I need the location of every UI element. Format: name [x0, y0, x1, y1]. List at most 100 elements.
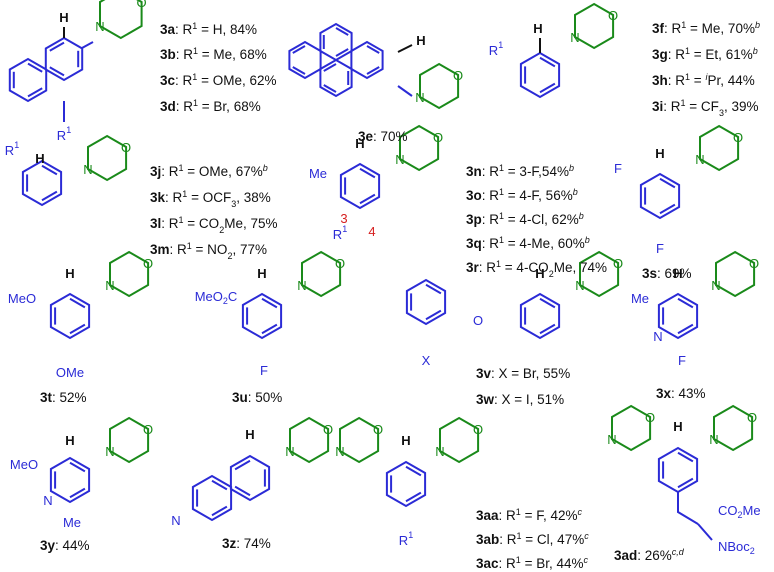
h-atom-3aa: H — [401, 433, 410, 448]
morpholine-3aa-right — [439, 416, 480, 464]
label-3e: 3e: 70% — [358, 129, 408, 144]
pyrene-ring-right — [350, 40, 384, 80]
meo-atom-3t: MeO — [8, 291, 36, 306]
morpholine-3ad-right-n-atom: N — [709, 432, 718, 447]
h-atom-3j: H — [35, 151, 44, 166]
morpholine-3v — [579, 250, 620, 298]
morpholine-3ad-left-n-atom: N — [607, 432, 616, 447]
pyrene-ring-left-double — [292, 66, 306, 75]
morpholine-3z-o-atom: O — [323, 422, 333, 437]
quinoline-left-ring-double — [211, 505, 228, 517]
n-atom-3y: N — [43, 493, 52, 508]
benzene-3v-left — [405, 278, 447, 326]
pyridine-3x — [657, 292, 699, 340]
benzene-3aa — [385, 460, 427, 508]
morpholine-3f — [574, 2, 615, 50]
h-atom-3ad: H — [673, 419, 682, 434]
label-3b: 3b: R1 = Me, 68% — [160, 46, 267, 62]
h-atom-3v: H — [535, 266, 544, 281]
benzene-3u — [241, 292, 283, 340]
pyrene-ring-right-double — [366, 66, 380, 75]
label-3x: 3x: 43% — [656, 386, 706, 401]
morpholine-3t-o-atom: O — [143, 256, 153, 271]
r1-atom-3a: R1 — [57, 125, 71, 143]
side-chain-bond — [677, 492, 699, 525]
n-bond — [397, 85, 413, 97]
f-atom-3u: F — [260, 363, 268, 378]
morpholine-3f-n-atom: N — [570, 30, 579, 45]
morpholine-3e-n-atom: N — [415, 90, 424, 105]
h-atom-3f: H — [533, 21, 542, 36]
pyrene-ring-right-double — [366, 45, 380, 54]
pyrene-ring-top — [319, 22, 353, 62]
label-3u: 3u: 50% — [232, 390, 282, 405]
r1-atom-3n: R1 — [333, 224, 347, 242]
label-3ab: 3ab: R1 = Cl, 47%c — [476, 531, 589, 547]
r1-atom-3f: R1 — [489, 40, 503, 58]
pyrene-ring-left — [288, 40, 322, 80]
morpholine-3n-o-atom: O — [433, 130, 443, 145]
h-atom-3x: H — [673, 266, 682, 281]
h-atom-3u: H — [257, 266, 266, 281]
morpholine-3j-n-atom: N — [83, 162, 92, 177]
h-atom-3s: H — [655, 146, 664, 161]
benzene-3f-double — [539, 82, 556, 94]
morpholine-3e — [419, 62, 460, 110]
label-3h: 3h: R1 = iPr, 44% — [652, 72, 755, 88]
benzene-3ad-double — [677, 451, 694, 463]
morpholine-3s-n-atom: N — [695, 152, 704, 167]
morpholine-3z-n-atom: N — [285, 444, 294, 459]
benzene-3s — [639, 172, 681, 220]
quinoline-left-ring-double — [211, 479, 228, 491]
pyridine-3y-double — [69, 487, 86, 499]
label-3z: 3z: 74% — [222, 536, 271, 551]
morpholine-3f-o-atom: O — [608, 8, 618, 23]
morpholine-3s — [699, 124, 740, 172]
pyrene-ring-top-double — [335, 48, 349, 57]
naphthalene-left-ring-double — [27, 87, 43, 98]
position-4-atom: 4 — [368, 224, 375, 239]
benzene-3n-double — [359, 167, 376, 179]
label-3i: 3i: R1 = CF3, 39% — [652, 98, 758, 118]
naphthalene-left-ring-double — [27, 62, 43, 73]
morpholine-3j — [87, 134, 128, 182]
morpholine-3ad-left-o-atom: O — [645, 410, 655, 425]
label-3a: 3a: R1 = H, 84% — [160, 21, 257, 37]
benzene-3ad — [657, 446, 699, 494]
label-3aa: 3aa: R1 = F, 42%c — [476, 507, 582, 523]
label-3q: 3q: R1 = 4-Me, 60%b — [466, 235, 590, 251]
benzene-3v-left-double — [425, 283, 442, 295]
label-3ac: 3ac: R1 = Br, 44%c — [476, 555, 588, 571]
morpholine-3n-n-atom: N — [395, 152, 404, 167]
morpholine-3x — [715, 250, 756, 298]
label-3k: 3k: R1 = OCF3, 38% — [150, 189, 271, 209]
benzene-3j — [21, 159, 63, 207]
morpholine-3x-o-atom: O — [749, 256, 759, 271]
ome-atom-3t: OMe — [56, 365, 84, 380]
meo2c-atom-3u: MeO2C — [195, 289, 238, 307]
h-atom-3e: H — [416, 33, 425, 48]
label-3t: 3t: 52% — [40, 390, 87, 405]
me-atom-3n: Me — [309, 166, 327, 181]
h-atom-3t: H — [65, 266, 74, 281]
pyridine-3y-double — [69, 461, 86, 473]
benzene-3s-double — [659, 177, 676, 189]
benzene-3j-double — [41, 164, 58, 176]
me-atom-3x: Me — [631, 291, 649, 306]
benzene-3n — [339, 162, 381, 210]
pyridine-3y — [49, 456, 91, 504]
benzene-3t-double — [69, 323, 86, 335]
label-3p: 3p: R1 = 4-Cl, 62%b — [466, 211, 584, 227]
n-atom-3z: N — [171, 513, 180, 528]
benzene-3j-double — [41, 190, 58, 202]
morpholine-3s-o-atom: O — [733, 130, 743, 145]
morpholine-3n — [399, 124, 440, 172]
h-atom-3n: H — [355, 136, 364, 151]
morpholine-3e-o-atom: O — [453, 68, 463, 83]
morpholine-3t — [109, 250, 150, 298]
benzene-3v-right-double — [539, 297, 556, 309]
morpholine-3aa-right-n-atom: N — [435, 444, 444, 459]
benzene-3ad-double — [677, 477, 694, 489]
benzene-3v-left-double — [425, 309, 442, 321]
label-3o: 3o: R1 = 4-F, 56%b — [466, 187, 578, 203]
